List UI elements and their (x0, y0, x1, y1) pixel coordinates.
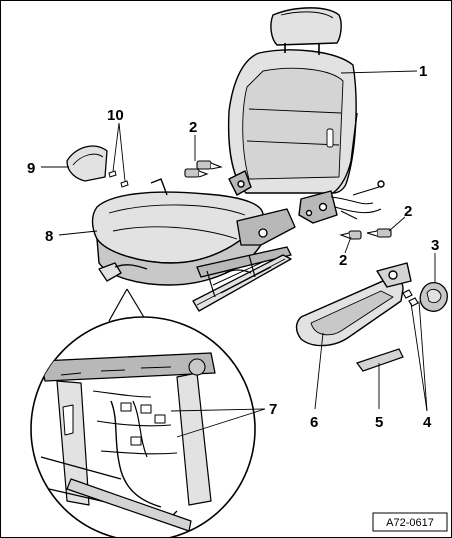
leader-8 (58, 230, 98, 236)
callout-3: 3 (431, 237, 439, 254)
callout-labels: 1 2 2 2 3 4 5 6 7 8 9 10 (27, 63, 439, 431)
leader-6 (314, 332, 324, 410)
callout-2-lower: 2 (339, 252, 347, 269)
leader-lines (41, 70, 436, 438)
leader-7a (170, 408, 266, 412)
callout-7: 7 (269, 401, 277, 418)
bolt-upper-left-a (196, 160, 223, 170)
small-screws (108, 170, 129, 188)
retaining-clips (402, 289, 419, 307)
reference-code: A72-0617 (386, 517, 434, 529)
callout-1: 1 (419, 63, 427, 80)
headrest (270, 7, 342, 55)
callout-9: 9 (27, 160, 35, 177)
callout-6: 6 (310, 414, 318, 431)
seat-side-cover (295, 262, 412, 347)
detail-magnifier (30, 288, 256, 537)
backrest-hinge-right (298, 190, 338, 224)
hinge-cover (66, 145, 108, 182)
bolt-upper-left-b (184, 168, 209, 178)
leader-10a (112, 122, 120, 172)
callout-4: 4 (423, 414, 432, 431)
leader-4b (418, 300, 428, 412)
leader-2-right (388, 216, 406, 232)
seat-backrest (227, 49, 385, 224)
callout-2-right: 2 (404, 203, 412, 220)
leader-1 (340, 70, 418, 74)
callout-2-upper: 2 (189, 119, 197, 136)
leader-7b (176, 408, 266, 438)
bolt-lower (339, 230, 362, 240)
leader-2-lower (344, 236, 352, 254)
backrest-side-bolster (332, 112, 358, 194)
bolt-right (366, 228, 392, 238)
leader-4a (410, 302, 428, 412)
callout-8: 8 (45, 228, 53, 245)
reference-code-box: A72-0617 (372, 512, 448, 532)
bolts (184, 160, 392, 240)
adjuster-knob (419, 282, 448, 312)
detail-pointer-lines (108, 288, 146, 322)
callout-10: 10 (107, 107, 124, 124)
leader-10b (118, 122, 126, 182)
trim-strip (356, 348, 404, 372)
callout-5: 5 (375, 414, 383, 431)
seat-frame-rails (98, 208, 296, 312)
